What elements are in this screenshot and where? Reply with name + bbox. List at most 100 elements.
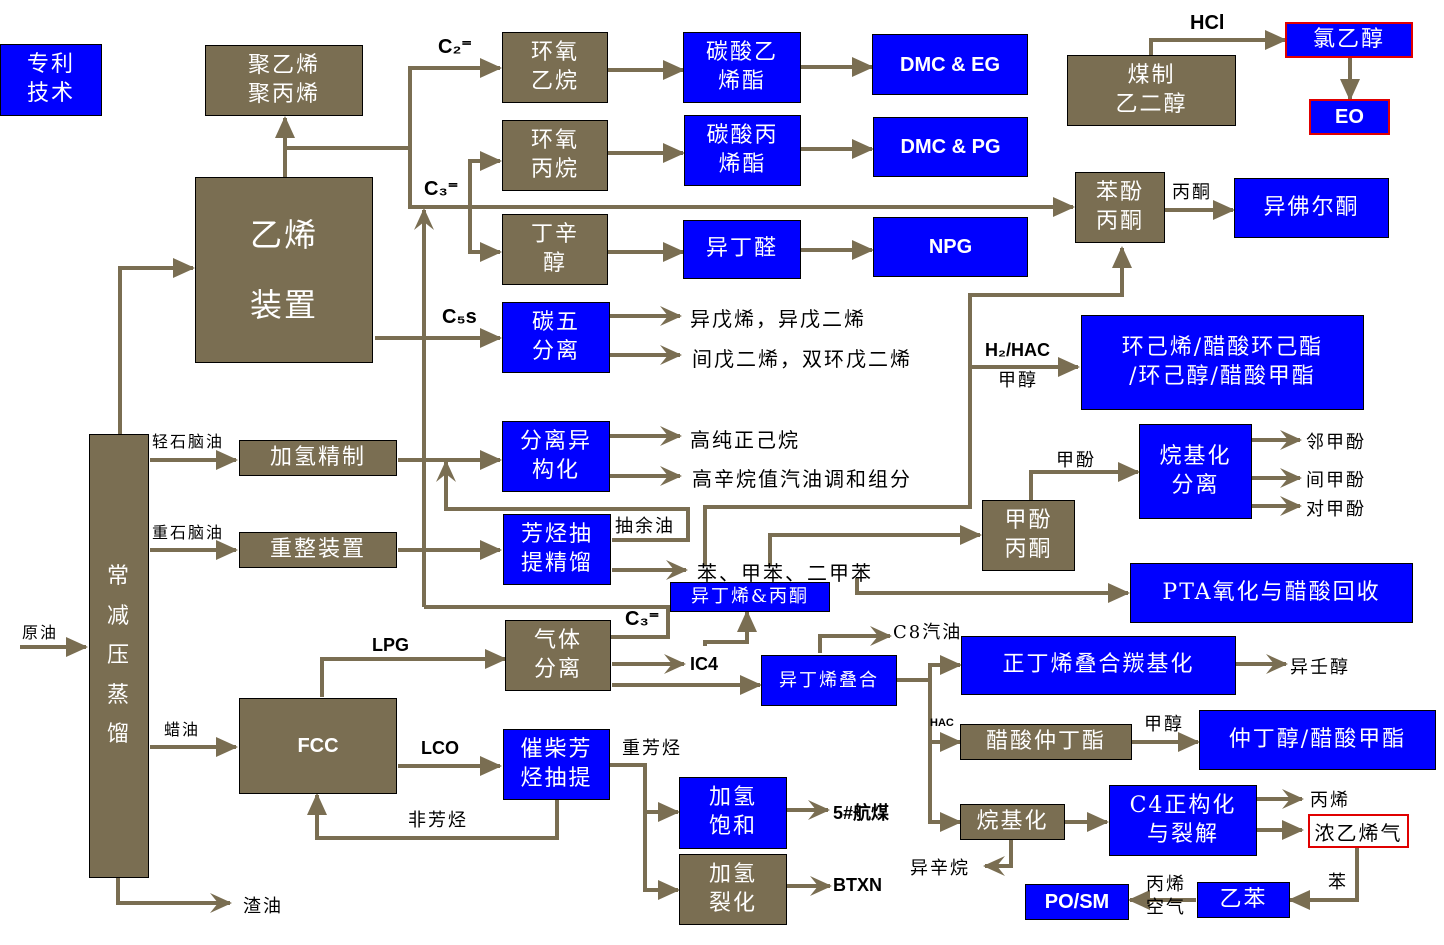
label-cresol: 甲酚 [1056,450,1096,471]
node-sec-butyl-acetate[interactable]: 醋酸仲丁酯 [960,724,1132,760]
node-ethylene-unit[interactable]: 乙烯 装置 [195,177,373,363]
arrow-benzene-eb [1288,848,1359,910]
label-btxn: BTXN [833,875,882,895]
label-btx: 苯、甲苯、二甲苯 [697,561,873,585]
node-po-sm[interactable]: PO/SM [1025,884,1129,920]
node-atm-vac-distillation[interactable]: 常 减 压 蒸 馏 [89,434,149,878]
line-oligo-trunk [897,678,962,832]
line-btx-to-phenol [703,246,1132,565]
node-sep-isomerization[interactable]: 分离异 构化 [502,421,610,492]
node-hydrocracking[interactable]: 加氢 裂化 [679,854,787,925]
label-isooctane: 异辛烷 [910,858,970,879]
node-c4-isomerization-cracking[interactable]: C4正构化 与裂解 [1109,785,1257,856]
node-nbutene-oligo-carbonylation[interactable]: 正丁烯叠合羰基化 [961,636,1236,695]
label-c8-gasoline: C8汽油 [893,622,963,643]
line-ethylene-branch [285,58,502,150]
node-c5-separation[interactable]: 碳五 分离 [502,302,610,373]
node-hydrotreating[interactable]: 加氢精制 [239,440,397,476]
label-light-naphtha: 轻石脑油 [152,432,225,451]
arrow-to-butanol [468,207,502,262]
node-eo-output[interactable]: EO [1309,99,1390,135]
label-propylene-air: 丙烯 空气 [1146,874,1186,919]
label-n-hexane: 高纯正己烷 [690,428,800,452]
arrow-to-hydrocrack [643,812,680,900]
label-raffinate: 抽余油 [615,516,675,537]
label-c5s: C₅s [442,306,477,328]
label-wax-oil: 蜡油 [164,720,201,739]
node-isophorone[interactable]: 异佛尔酮 [1234,178,1389,238]
node-phenol-acetone[interactable]: 苯酚 丙酮 [1075,172,1165,243]
node-po[interactable]: 环氧 丙烷 [502,120,608,191]
node-isobutene-acetone[interactable]: 异丁烯&丙酮 [670,582,830,612]
arrow-isooctane [983,840,1013,876]
label-benzene: 苯 [1328,872,1348,893]
label-isopentene: 异戊烯，异戊二烯 [690,307,866,331]
node-sec-butanol[interactable]: 仲丁醇/醋酸甲酯 [1199,710,1436,770]
node-coal-eg[interactable]: 煤制 乙二醇 [1067,55,1236,126]
node-gas-separation[interactable]: 气体 分离 [505,620,611,691]
node-concentrated-ethylene[interactable]: 浓乙烯气 [1308,814,1409,848]
node-isobutene-oligomerization[interactable]: 异丁烯叠合 [761,655,897,706]
line-raffinate-recycle [436,460,690,542]
arrow-btx-pta [855,578,1130,603]
label-ic4: IC4 [690,654,719,674]
line-c3-mid [424,605,670,639]
label-acetone: 丙酮 [1172,182,1212,203]
node-alkylation-separation[interactable]: 烷基化 分离 [1139,424,1252,519]
node-ethylene-carbonate[interactable]: 碳酸乙 烯酯 [683,32,801,103]
label-h2-hac: H₂/HAC [985,340,1050,360]
node-pe-pp[interactable]: 聚乙烯 聚丙烯 [205,45,363,116]
node-lco-aromatics-extraction[interactable]: 催柴芳 烃抽提 [503,729,610,800]
node-isobutyraldehyde[interactable]: 异丁醛 [683,220,801,279]
label-methanol-2: 甲醇 [1144,714,1184,735]
node-cyclohexene[interactable]: 环己烯/醋酸环己酯 /环己醇/醋酸甲酯 [1081,315,1364,410]
node-alkylation[interactable]: 烷基化 [960,804,1065,840]
label-non-aromatics: 非芳烃 [408,810,468,831]
line-c3-trunk [408,148,1075,217]
arrow-cresol-alkyl [1029,462,1140,500]
node-eo[interactable]: 环氧 乙烷 [502,32,608,103]
node-butanol-octanol[interactable]: 丁辛 醇 [502,214,608,285]
label-o-cresol: 邻甲酚 [1306,432,1366,453]
label-heavy-naphtha: 重石脑油 [152,523,225,542]
arrow-residue [116,878,232,913]
label-c3-olefin-mid: C₃⁼ [625,608,660,630]
label-c3-olefin-top: C₃⁼ [424,178,459,200]
arrow-to-ethylene [118,258,195,434]
label-piperylene: 间戊二烯，双环戊二烯 [692,347,912,371]
label-lco: LCO [421,738,459,758]
node-propylene-carbonate[interactable]: 碳酸丙 烯酯 [684,115,801,186]
arrow-btx-cresol [768,525,982,565]
node-cresol-acetone[interactable]: 甲酚 丙酮 [982,500,1075,571]
label-lpg: LPG [372,635,410,655]
node-aromatics-extraction[interactable]: 芳烃抽 提精馏 [503,514,611,585]
node-ethylbenzene[interactable]: 乙苯 [1197,882,1290,918]
node-npg[interactable]: NPG [873,217,1028,277]
node-pta[interactable]: PTA氧化与醋酸回收 [1130,563,1413,623]
arrow-to-nbutene [928,655,962,680]
label-heavy-aromatics: 重芳烃 [622,738,682,759]
label-crude-oil: 原油 [22,623,59,642]
line-non-aromatics [307,793,559,840]
node-dmc-eg[interactable]: DMC & EG [872,34,1028,95]
patent-legend: 专利 技术 [0,44,102,116]
line-heavy-arom [610,763,680,822]
node-dmc-pg[interactable]: DMC & PG [873,117,1028,177]
arrow-lpg [320,649,507,697]
label-residue: 渣油 [243,896,283,917]
node-reformer[interactable]: 重整装置 [239,532,397,568]
label-p-cresol: 对甲酚 [1306,499,1366,520]
node-chloroethanol[interactable]: 氯乙醇 [1285,22,1413,58]
label-isononanol: 异壬醇 [1290,657,1350,678]
arrow-ic4-isobutene [703,610,757,646]
arrow-coal-chloro [1149,30,1287,55]
label-octane-blend: 高辛烷值汽油调和组分 [692,467,912,491]
node-hydro-saturation[interactable]: 加氢 饱和 [679,777,787,849]
label-hcl: HCl [1190,12,1225,34]
label-methanol: 甲醇 [998,370,1038,391]
label-jet-fuel: 5#航煤 [833,803,890,823]
node-fcc[interactable]: FCC [239,698,397,794]
arrow-c8 [818,626,892,653]
